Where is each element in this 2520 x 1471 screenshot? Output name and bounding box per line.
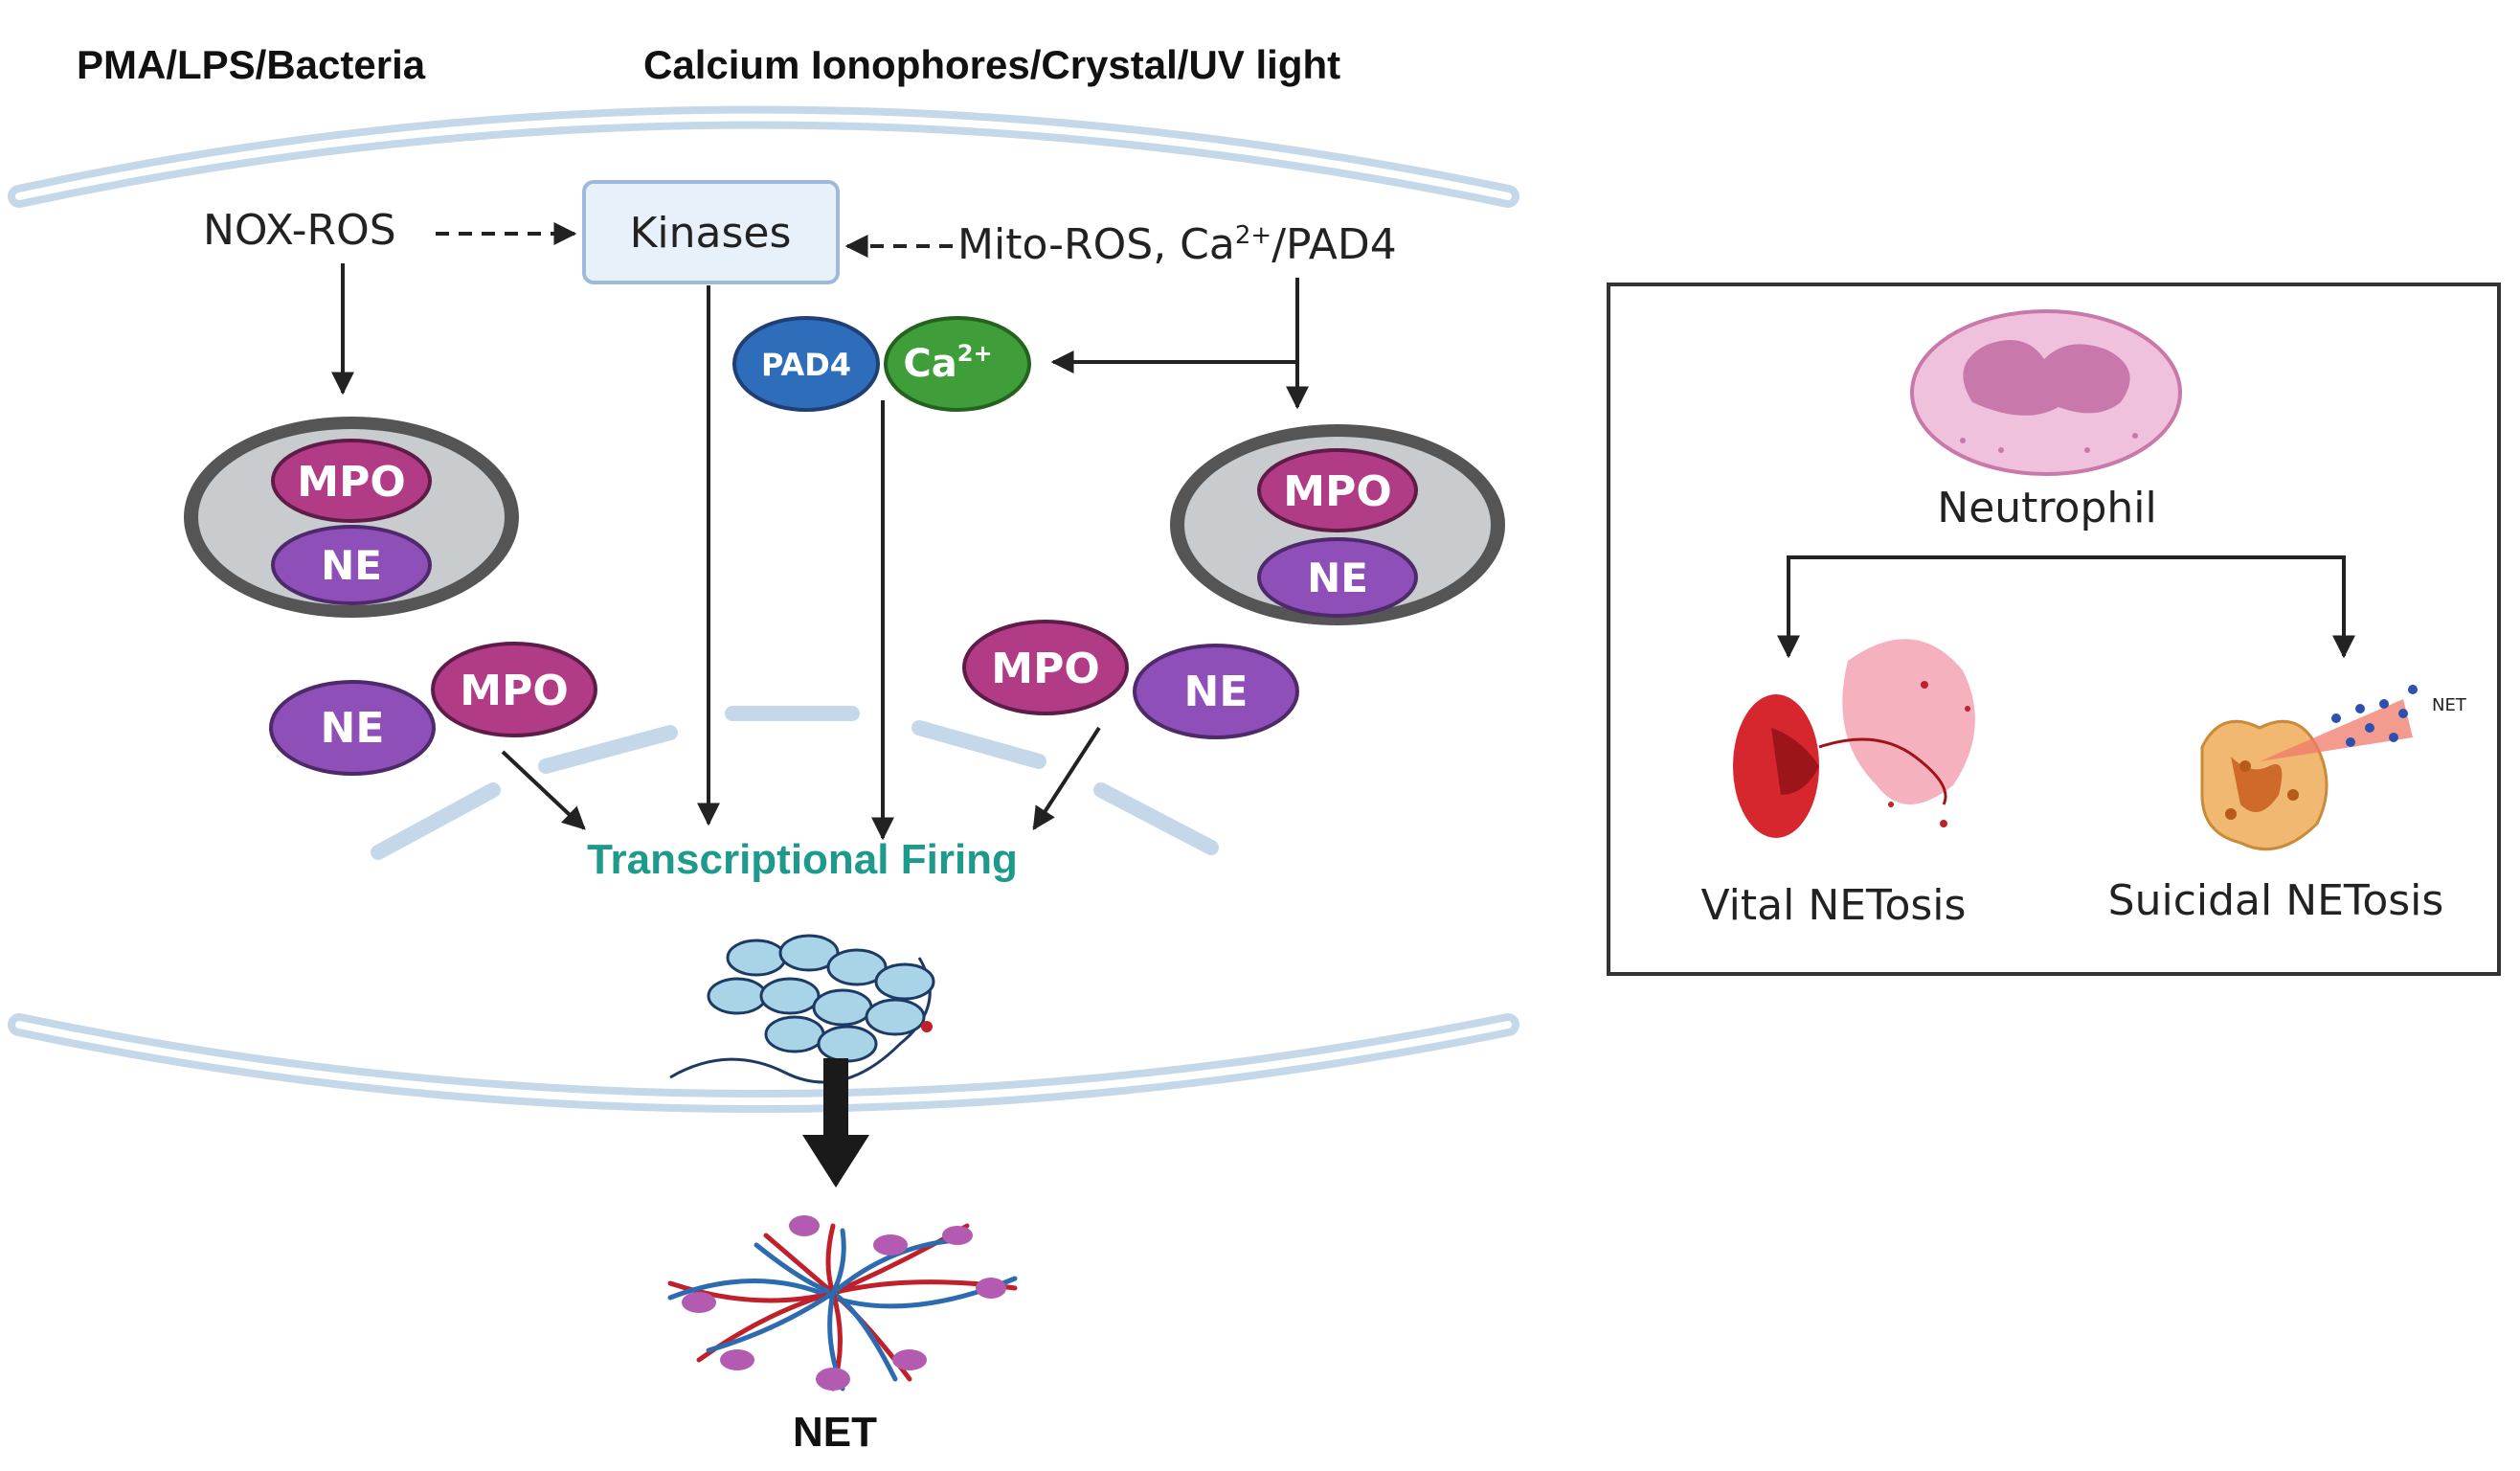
net-icon — [667, 1215, 1018, 1392]
ne-label: NE — [1184, 668, 1249, 716]
pad4-label: PAD4 — [761, 347, 851, 383]
arrow-left-proteins-to-firing — [501, 750, 586, 830]
mpo-label: MPO — [1283, 467, 1391, 516]
mito-ros-label: Mito-ROS, Ca2+/PAD4 — [957, 220, 1397, 269]
mpo-label: MPO — [297, 458, 405, 507]
stimulus-left-label: PMA/LPS/Bacteria — [77, 42, 426, 87]
nox-ros-label: NOX-ROS — [203, 206, 396, 255]
kinases-label: Kinases — [630, 209, 792, 258]
net-small-label: NET — [2432, 695, 2467, 715]
ne-label: NE — [1307, 554, 1368, 601]
mpo-label: MPO — [991, 645, 1099, 693]
vital-netosis-label: Vital NETosis — [1701, 881, 1967, 930]
net-label: NET — [793, 1409, 877, 1456]
netosis-inset: Neutrophil Vital NETosis — [1607, 283, 2501, 976]
big-down-arrow — [802, 1058, 869, 1188]
granule-left: MPO NE — [184, 417, 519, 618]
transcriptional-firing-label: Transcriptional Firing — [587, 836, 1018, 883]
ne-granule-right — [1257, 537, 1418, 618]
cell-membrane-bottom — [8, 1013, 1519, 1113]
kinases-box: Kinases — [582, 180, 840, 284]
suicidal-netosis-label: Suicidal NETosis — [2108, 876, 2444, 925]
arrow-right-proteins-to-firing — [1032, 726, 1101, 831]
ne-label: NE — [321, 704, 385, 753]
granule-right: MPO NE — [1170, 424, 1505, 625]
ne-granule-left — [271, 525, 432, 605]
neutrophil-icon — [1910, 309, 2182, 476]
suicidal-netosis-icon: NET — [2200, 685, 2467, 851]
neutrophil-label: Neutrophil — [1937, 484, 2156, 532]
vital-netosis-icon — [1733, 639, 1975, 838]
ne-label: NE — [321, 542, 382, 589]
calcium-label: Ca2+ — [903, 340, 992, 386]
mpo-granule-right — [1257, 448, 1418, 532]
pad4-pill: PAD4 — [732, 316, 880, 412]
chromatin-icon — [669, 934, 935, 1084]
cell-membrane-top — [8, 105, 1519, 208]
nuclear-envelope — [371, 706, 1219, 860]
calcium-pill: Ca2+ — [884, 316, 1031, 412]
stimulus-right-label: Calcium Ionophores/Crystal/UV light — [643, 42, 1340, 87]
released-proteins-left: NE MPO — [269, 642, 597, 776]
mpo-label: MPO — [460, 667, 568, 715]
mpo-granule-left — [271, 439, 432, 523]
released-proteins-right: MPO NE — [962, 620, 1299, 739]
